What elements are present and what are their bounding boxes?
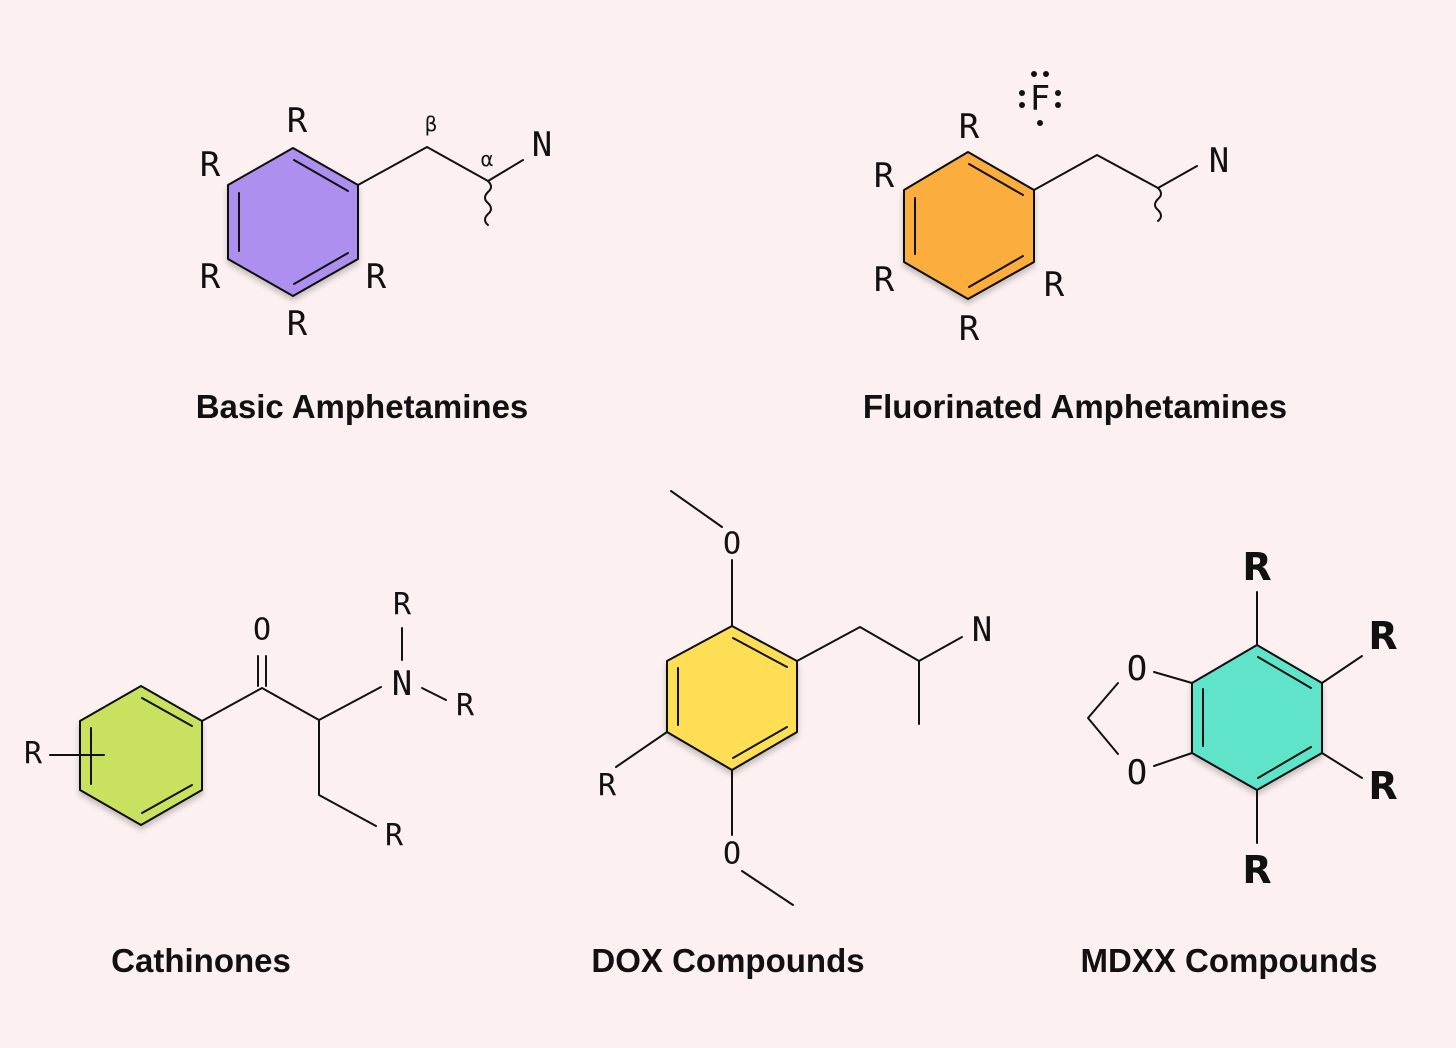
mdxx-oxygen-bottom: O xyxy=(1127,753,1147,793)
fluorinated-side-chain xyxy=(1033,154,1198,191)
mdxx-oxygen-top: O xyxy=(1127,649,1147,689)
mdxx-r-upper-right: R xyxy=(1368,614,1397,658)
caption-cathinones: Cathinones xyxy=(111,942,291,979)
fluorinated-nitrogen: N xyxy=(1209,141,1229,181)
cathinones-oxygen: O xyxy=(253,613,271,648)
basic-wavy-bond xyxy=(484,180,492,226)
fluorinated-r-bottom: R xyxy=(959,309,980,349)
caption-fluorinated-amphetamines: Fluorinated Amphetamines xyxy=(863,388,1287,425)
basic-alpha-label: α xyxy=(480,147,493,171)
basic-r-top: R xyxy=(287,101,308,141)
basic-nitrogen: N xyxy=(532,125,552,165)
basic-amphetamines-structure: R R R R R β α N xyxy=(200,101,552,344)
dox-oxygen-top: O xyxy=(723,527,741,562)
mdxx-benzene-ring xyxy=(1191,644,1323,791)
basic-r-lower-right: R xyxy=(366,257,387,297)
fluorinated-benzene-ring xyxy=(903,151,1035,300)
dox-nitrogen: N xyxy=(972,610,992,650)
mdxx-r-top: R xyxy=(1242,545,1271,589)
cathinones-r-top: R xyxy=(393,588,412,623)
mdxx-methylenedioxy-bridge xyxy=(1087,682,1119,755)
fluorine-lone-pairs: F xyxy=(1019,71,1061,126)
caption-dox-compounds: DOX Compounds xyxy=(591,942,864,979)
cathinones-structure: O N R R R R xyxy=(24,588,475,854)
caption-basic-amphetamines: Basic Amphetamines xyxy=(196,388,529,425)
basic-r-bottom: R xyxy=(287,304,308,344)
cathinones-r-bottom: R xyxy=(385,819,404,854)
cathinones-r-left: R xyxy=(24,737,43,772)
fluorine-atom: F xyxy=(1030,79,1050,119)
cathinones-chain xyxy=(201,686,382,722)
basic-beta-label: β xyxy=(425,112,438,136)
fluorinated-amphetamines-structure: R R R R R N F xyxy=(874,71,1229,349)
mdxx-compounds-structure: O O R R R R xyxy=(1087,545,1398,892)
cathinones-nitrogen: N xyxy=(392,664,412,704)
caption-mdxx-compounds: MDXX Compounds xyxy=(1081,942,1378,979)
mdxx-r-lower-right: R xyxy=(1368,764,1397,808)
fluorinated-r-upper-left: R xyxy=(874,156,895,196)
fluorinated-r-lower-right: R xyxy=(1044,265,1065,305)
basic-benzene-ring xyxy=(227,147,359,297)
dox-compounds-structure: O O R N xyxy=(598,490,992,906)
fluorinated-r-top: R xyxy=(959,107,980,147)
cathinones-r-n-right: R xyxy=(456,689,475,724)
basic-r-lower-left: R xyxy=(200,257,221,297)
dox-benzene-ring xyxy=(666,625,798,771)
fluorinated-r-lower-left: R xyxy=(874,260,895,300)
dox-r-left: R xyxy=(598,769,617,804)
basic-r-upper-left: R xyxy=(200,145,221,185)
fluorinated-wavy-bond xyxy=(1154,187,1162,222)
dox-side-chain xyxy=(796,626,963,662)
mdxx-r-bottom: R xyxy=(1242,848,1271,892)
basic-side-chain xyxy=(357,146,524,186)
dox-oxygen-bottom: O xyxy=(723,837,741,872)
